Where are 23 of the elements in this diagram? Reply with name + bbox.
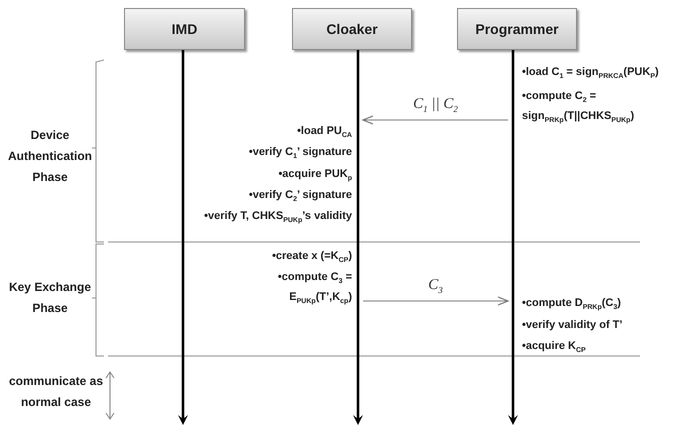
step-text: •acquire K$_{CP}$ — [522, 340, 587, 356]
step-text: •verify C$_{2}$’ signature — [248, 189, 352, 205]
participant-box: Programmer — [457, 8, 577, 50]
step-text: •verify validity of T’ — [522, 319, 624, 333]
step-text: •load C$_{1}$ = sign$_{PRKCA}$(PUK$_{P}$) — [522, 66, 660, 82]
lifeline-arrow — [353, 50, 363, 425]
step-text: •compute C$_{3}$ = E$_{PUKp}$(T’,K$_{cp}$) — [276, 270, 352, 308]
step-text: •verify T, CHKS$_{PUKp}$’s validity — [203, 210, 352, 226]
step-text: •verify C$_{1}$’ signature — [248, 146, 352, 162]
phase-label: Key Exchange Phase — [8, 279, 92, 317]
step-text: •acquire PUK$_{p}$ — [277, 168, 352, 184]
lifeline-arrow — [178, 50, 188, 425]
message-arrow — [362, 115, 508, 125]
participant-box: IMD — [124, 8, 245, 50]
message-arrow — [362, 296, 509, 306]
phase-label: communicate as normal case — [8, 373, 104, 411]
participant-box: Cloaker — [292, 8, 412, 50]
phase-label: Device Authentication Phase — [8, 127, 92, 186]
lifeline-arrow — [508, 50, 518, 425]
step-text: •load PU$_{CA}$ — [296, 125, 352, 141]
step-text: •compute D$_{PRKp}$(C$_{3}$) — [522, 297, 622, 313]
step-text: •compute C$_{2}$ = sign$_{PRKp}$(T||CHKS$_{PUKp}$) — [522, 89, 636, 127]
step-text: •create x (=K$_{CP}$) — [271, 250, 352, 266]
